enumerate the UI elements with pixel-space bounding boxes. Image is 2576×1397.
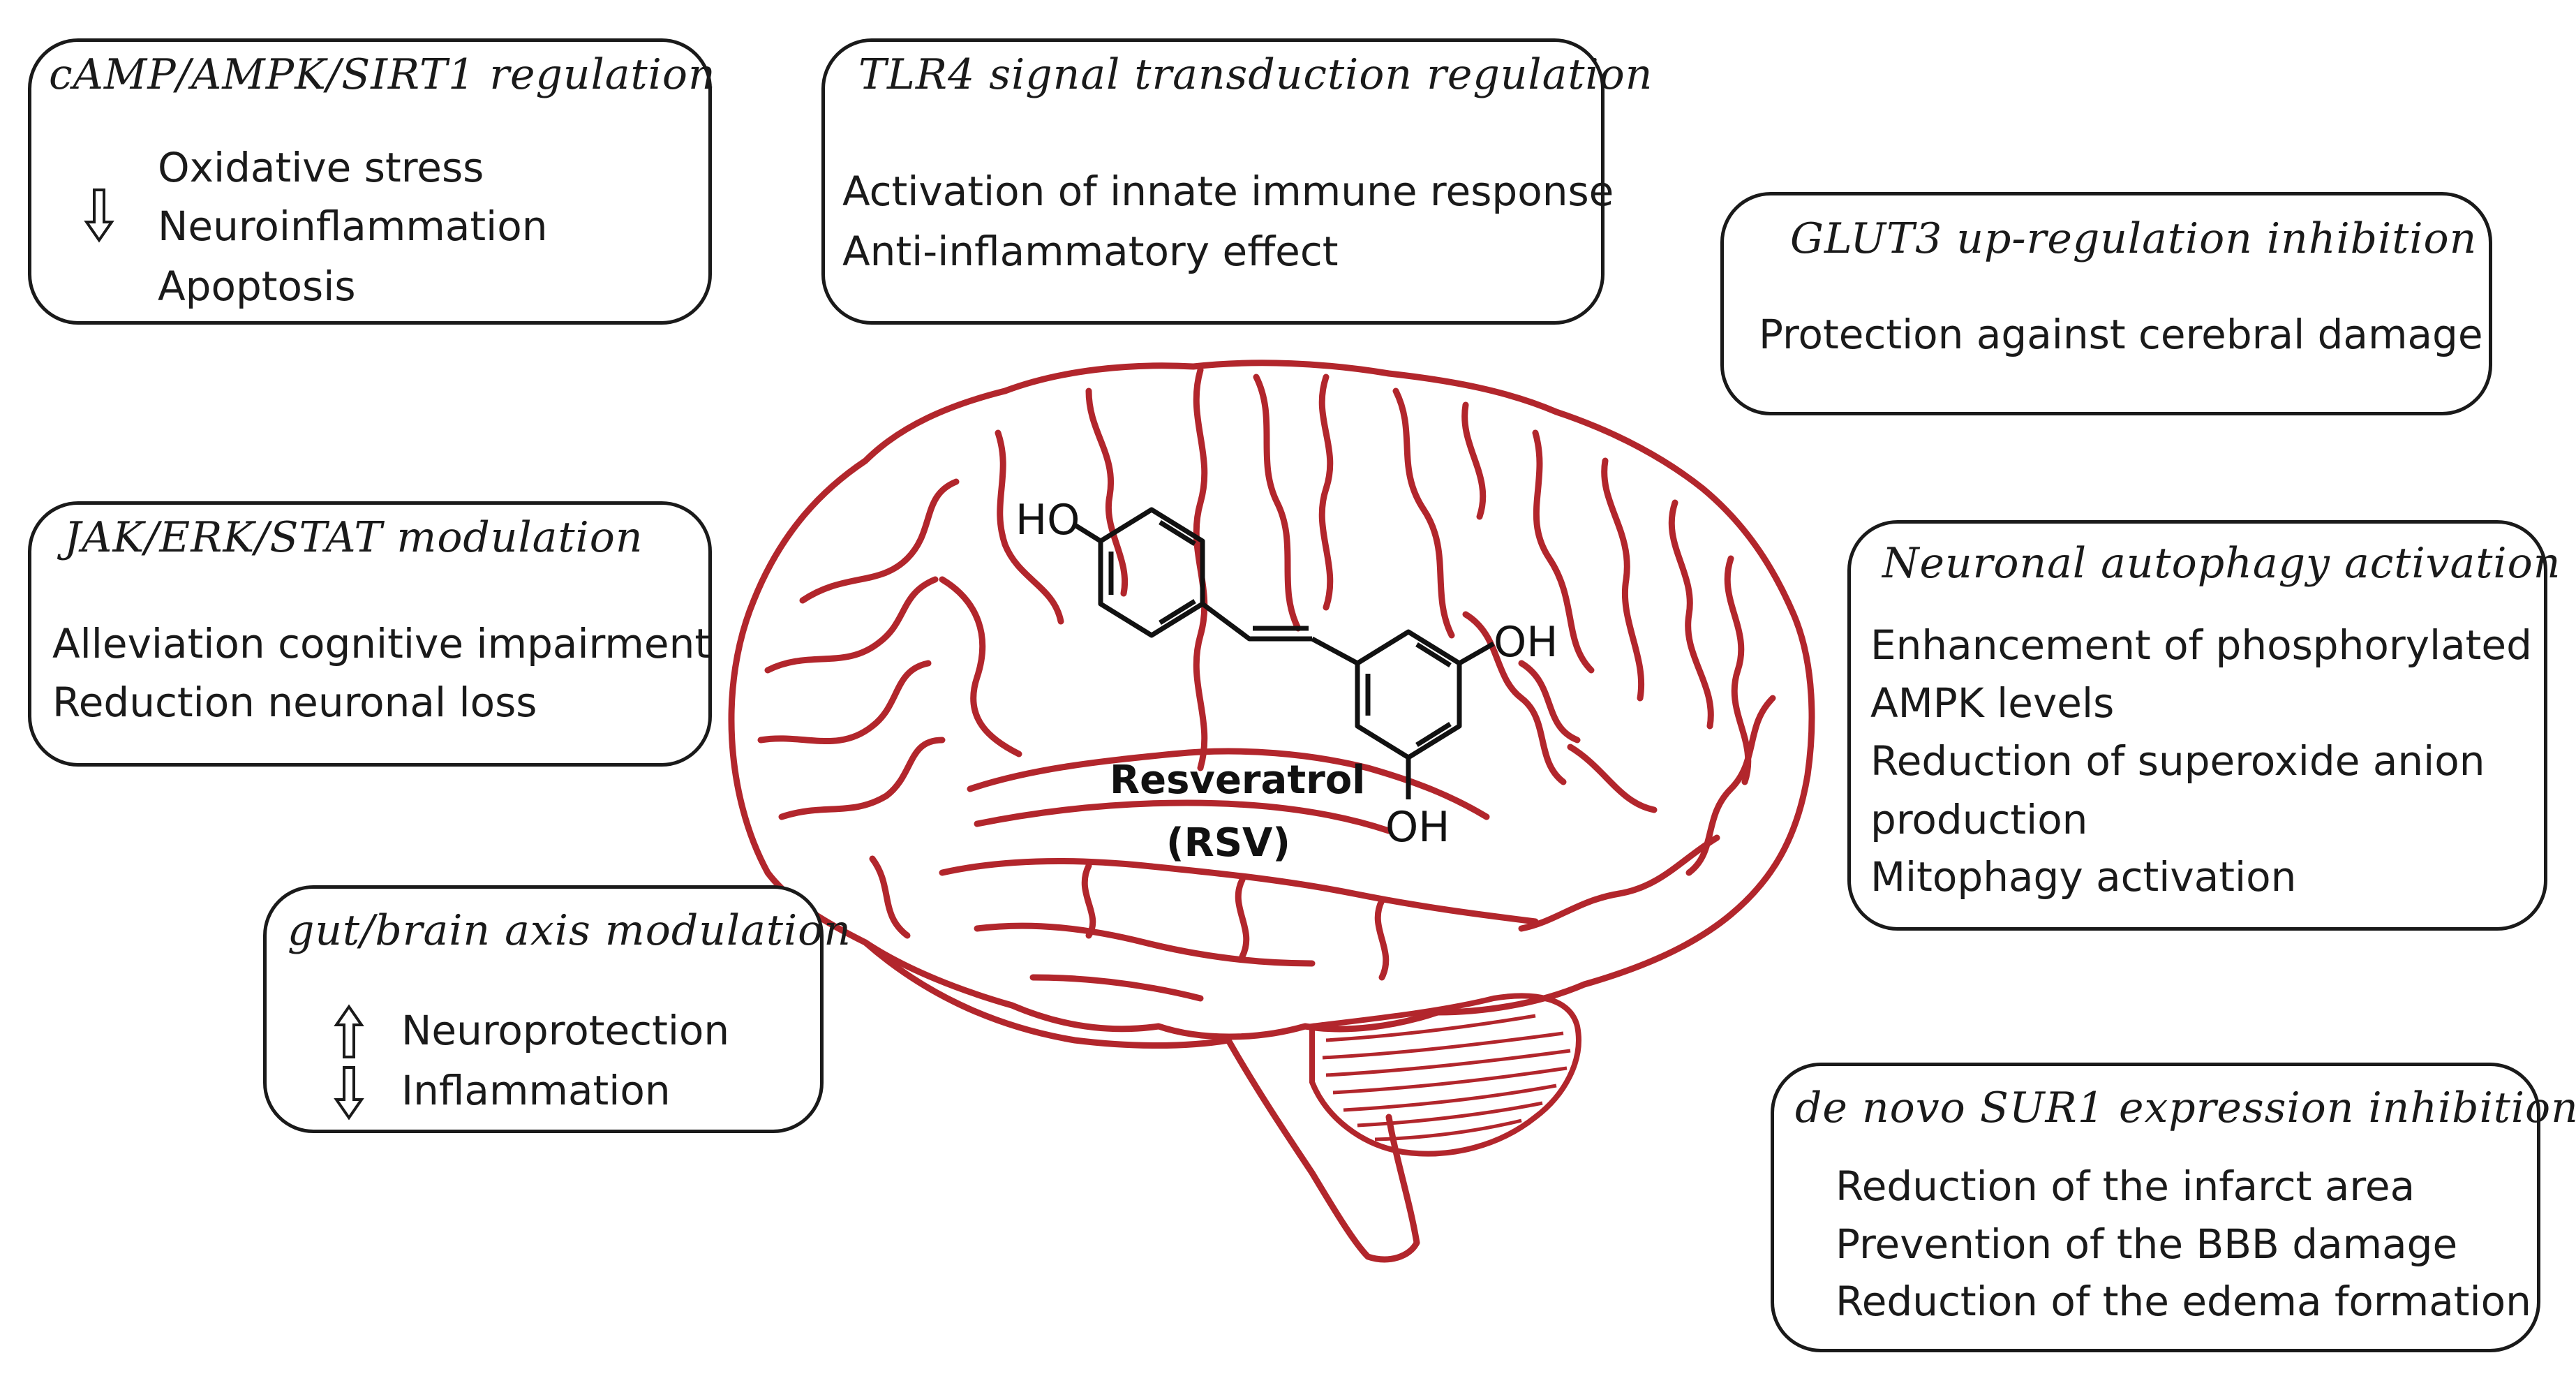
sur1-inhibition-box [1771,1063,2540,1352]
neuronal-autophagy-box [1847,520,2547,931]
effect-line: Inflammation [401,1067,671,1114]
effect-line: Protection against cerebral damage [1759,311,2483,358]
jak-erk-stat-box [28,501,712,767]
effect-line: Neuroinflammation [158,202,548,250]
effect-line: Oxidative stress [158,144,484,191]
hydroxyl-label-bottom: OH [1385,803,1450,852]
effect-line: Neuroprotection [401,1007,730,1054]
effect-line: Activation of innate immune response [842,168,1614,215]
box-title: JAK/ERK/STAT modulation [64,513,643,562]
effect-line: AMPK levels [1870,679,2115,727]
effect-line: Alleviation cognitive impairment [52,620,711,667]
effect-line: Reduction of the infarct area [1836,1162,2415,1210]
effect-line: Enhancement of phosphorylated [1870,621,2532,669]
effect-line: production [1870,796,2088,843]
box-title: GLUT3 up-regulation inhibition [1790,214,2478,263]
resveratrol-structure [1073,507,1495,799]
tlr4-regulation-box [821,38,1605,325]
hydroxyl-label-right: OH [1494,618,1558,667]
box-title: gut/brain axis modulation [288,906,851,955]
brain-outline [728,360,1815,1263]
box-title: de novo SUR1 expression inhibition [1795,1084,2576,1132]
compound-abbrev: (RSV) [1166,820,1290,866]
cerebellum [1309,993,1581,1157]
effect-line: Anti-inflammatory effect [842,228,1339,275]
down-arrow-icon [334,1066,364,1121]
up-arrow-icon [334,1004,364,1058]
box-title: cAMP/AMPK/SIRT1 regulation [49,50,716,99]
gut-brain-axis-box [263,885,824,1133]
box-title: Neuronal autophagy activation [1882,539,2561,588]
hydroxyl-label-left: HO [1015,496,1080,545]
camp-regulation-box [28,38,712,325]
glut3-inhibition-box [1720,192,2492,415]
effect-line: Reduction of the edema formation [1836,1278,2531,1325]
effect-line: Reduction neuronal loss [52,679,537,726]
effect-line: Mitophagy activation [1870,853,2297,901]
down-arrow-icon [84,189,114,243]
box-title: TLR4 signal transduction regulation [858,50,1653,99]
effect-line: Reduction of superoxide anion [1870,737,2485,785]
effect-line: Prevention of the BBB damage [1836,1220,2458,1268]
effect-line: Apoptosis [158,263,356,310]
compound-name: Resveratrol [1110,757,1366,803]
